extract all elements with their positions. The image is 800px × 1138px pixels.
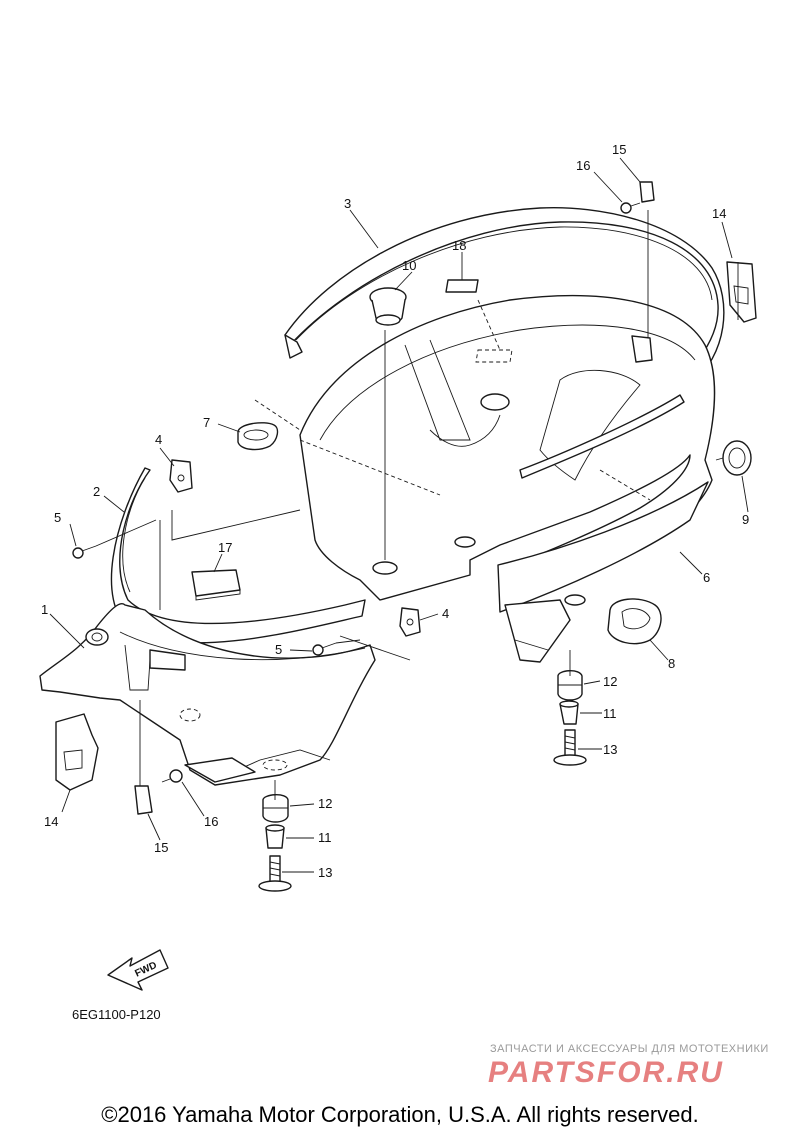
callout-10: 10 (402, 258, 416, 273)
callout-13-left: 13 (318, 865, 332, 880)
callout-12-left: 12 (318, 796, 332, 811)
callout-9: 9 (742, 512, 749, 527)
part-5-screw-right (312, 642, 337, 656)
part-11-collar-left (265, 824, 285, 849)
part-18-label (445, 279, 513, 363)
part-11-collar-right (559, 700, 579, 725)
callout-17: 17 (218, 540, 232, 555)
callout-4-lower: 4 (442, 606, 449, 621)
callout-14-lower: 14 (44, 814, 58, 829)
part-4-clip-lower (399, 607, 421, 637)
part-12-mount-rubber-right (557, 670, 583, 701)
callout-1: 1 (41, 602, 48, 617)
part-16-screw-lower (161, 769, 183, 783)
part-14-clip-upper (726, 261, 757, 323)
callout-2: 2 (93, 484, 100, 499)
part-14-clip-lower (55, 713, 99, 791)
callout-5-right: 5 (275, 642, 282, 657)
callout-14-upper: 14 (712, 206, 726, 221)
callout-18: 18 (452, 238, 466, 253)
watermark-logo: PARTSFOR.RU (488, 1056, 724, 1089)
part-4-clip-upper (169, 459, 193, 493)
copyright-notice: ©2016 Yamaha Motor Corporation, U.S.A. A… (101, 1102, 699, 1127)
callout-labels: 3 10 18 15 16 14 7 4 2 5 17 1 5 4 9 6 8 … (41, 142, 749, 880)
callout-3: 3 (344, 196, 351, 211)
callout-13-right: 13 (603, 742, 617, 757)
callout-16-upper: 16 (576, 158, 590, 173)
part-15-clip-nut-lower (134, 785, 153, 815)
callout-15-upper: 15 (612, 142, 626, 157)
part-6-bottom-cowling-rear (299, 294, 716, 663)
part-10-cap (369, 287, 407, 326)
watermark-tagline: ЗАПЧАСТИ И АКСЕССУАРЫ ДЛЯ МОТОТЕХНИКИ (490, 1043, 769, 1055)
part-13-bolt-left (258, 855, 292, 892)
callout-11-left: 11 (318, 830, 332, 845)
callout-7: 7 (203, 415, 210, 430)
part-9-grommet (715, 440, 752, 476)
part-12-mount-rubber-left (262, 794, 289, 823)
callout-5-left: 5 (54, 510, 61, 525)
callout-11-right: 11 (603, 706, 617, 721)
part-1-bottom-cowling-front (39, 603, 376, 786)
part-8-grommet (607, 598, 662, 645)
callout-12-right: 12 (603, 674, 617, 689)
part-13-bolt-right (553, 729, 587, 766)
part-7-grommet (237, 422, 279, 451)
callout-leaders (49, 157, 749, 873)
diagram-code: 6EG1100-P120 (72, 1007, 161, 1022)
callout-4-upper: 4 (155, 432, 162, 447)
part-5-screw-left (72, 545, 97, 559)
callout-16-lower: 16 (204, 814, 218, 829)
alignment-lines (95, 210, 739, 800)
part-15-clip-nut-upper (639, 181, 655, 203)
callout-8: 8 (668, 656, 675, 671)
callout-6: 6 (703, 570, 710, 585)
fwd-arrow-icon: FWD (107, 949, 169, 991)
part-17-pad (191, 569, 241, 601)
part-16-screw-upper (620, 202, 641, 214)
callout-15-lower: 15 (154, 840, 168, 855)
